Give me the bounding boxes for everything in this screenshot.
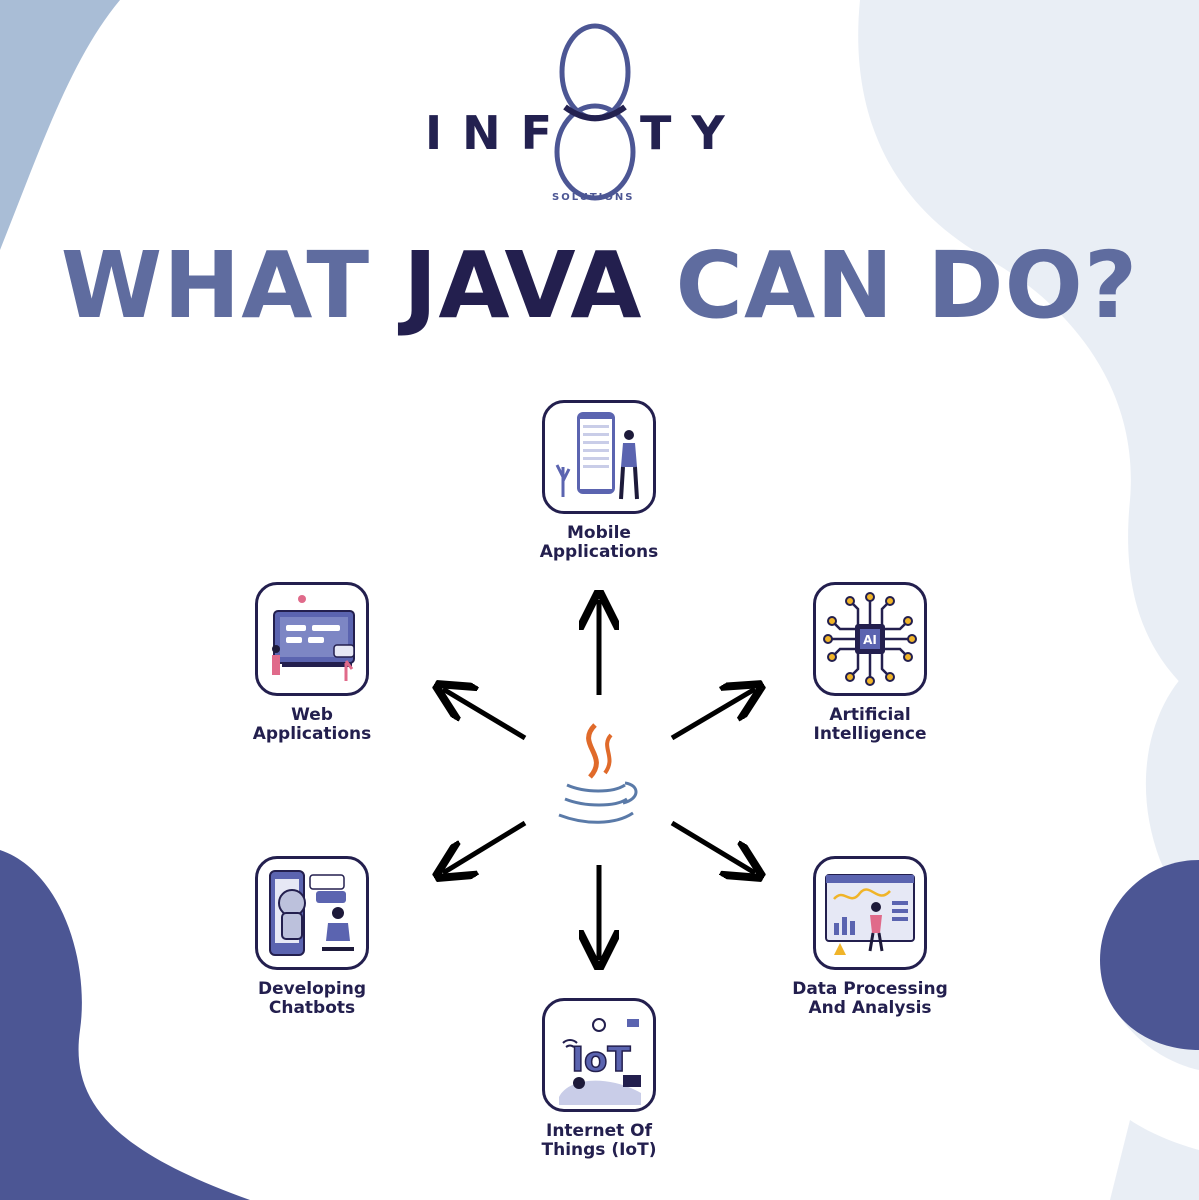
infinity-eight-icon <box>554 23 636 201</box>
arrow-up-left <box>443 689 527 741</box>
logo-text-left: INF <box>425 106 573 160</box>
svg-text:IoT: IoT <box>571 1040 631 1080</box>
feature-label: Web Applications <box>252 705 372 744</box>
feature-label: Developing Chatbots <box>257 979 367 1018</box>
chatbot-icon <box>255 856 369 970</box>
mobile-app-icon <box>542 400 656 514</box>
ai-chip-icon: AI <box>813 582 927 696</box>
feature-label: Internet Of Things (IoT) <box>541 1121 657 1160</box>
feature-data-processing: Data Processing And Analysis <box>760 856 980 1018</box>
feature-web-applications: Web Applications <box>202 582 422 744</box>
iot-icon: IoT <box>542 998 656 1112</box>
arrow-down-right <box>670 820 755 873</box>
logo-text-right: TY <box>640 106 745 160</box>
headline-part-1: WHAT <box>60 232 371 339</box>
headline-part-3: CAN DO? <box>675 232 1139 339</box>
headline-part-2: JAVA <box>403 232 643 339</box>
feature-mobile-applications: Mobile Applications <box>489 400 709 562</box>
svg-text:AI: AI <box>863 633 877 647</box>
feature-artificial-intelligence: AI Artificial Intelligence <box>760 582 980 744</box>
arrow-down-left <box>443 820 527 873</box>
web-app-icon <box>255 582 369 696</box>
java-cup-icon <box>558 723 638 824</box>
feature-developing-chatbots: Developing Chatbots <box>202 856 422 1018</box>
logo-tagline: SOLUTIONS <box>552 192 635 203</box>
headline: WHAT JAVA CAN DO? <box>0 232 1199 339</box>
feature-label: Mobile Applications <box>539 523 659 562</box>
feature-internet-of-things: IoT Internet Of Things (IoT) <box>489 998 709 1160</box>
arrow-up-right <box>670 689 755 741</box>
data-dashboard-icon <box>813 856 927 970</box>
brand-logo: INF TY SOLUTIONS <box>420 22 760 212</box>
feature-label: Data Processing And Analysis <box>792 979 948 1018</box>
feature-label: Artificial Intelligence <box>813 705 927 744</box>
